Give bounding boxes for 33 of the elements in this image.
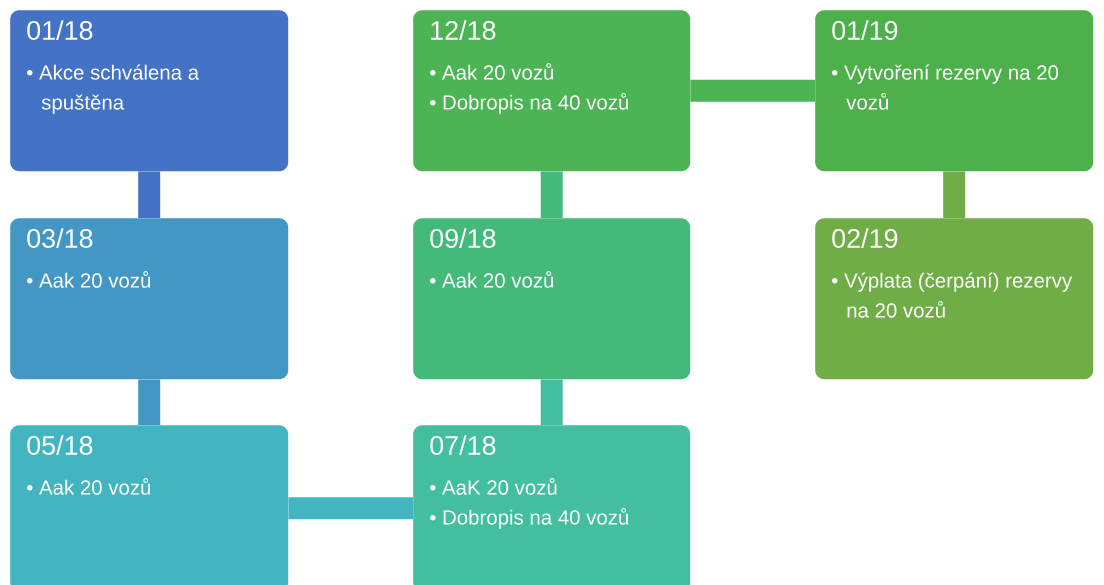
timeline-box xyxy=(10,425,289,585)
date-heading: 01/19 xyxy=(832,20,898,40)
bullet-item: • Aak 20 vozů xyxy=(27,271,151,288)
bullet-item: • Dobropis na 40 vozů xyxy=(430,93,628,114)
timeline-box xyxy=(413,10,691,172)
timeline-box xyxy=(815,10,1094,172)
timeline-box xyxy=(815,218,1094,380)
bullet-item: • Výplata (čerpání) rezervy na 20 vozů xyxy=(832,272,1073,318)
timeline-box xyxy=(10,218,289,380)
timeline-box xyxy=(413,425,691,585)
connector-bar xyxy=(540,171,563,218)
connector-bar xyxy=(138,379,161,425)
date-heading: 03/18 xyxy=(27,228,93,248)
bullet-item: • Aak 20 vozů xyxy=(27,478,151,495)
timeline-box xyxy=(10,10,289,172)
date-heading: 09/18 xyxy=(430,228,496,248)
connector-bar xyxy=(540,379,563,425)
bullet-item: • Aak 20 vozů xyxy=(430,271,554,288)
date-heading: 07/18 xyxy=(430,435,496,455)
date-heading: 05/18 xyxy=(27,435,93,455)
date-heading: 01/18 xyxy=(27,20,93,40)
timeline-box xyxy=(413,218,691,380)
connector-bar xyxy=(138,171,161,218)
bullet-item: • AaK 20 vozů xyxy=(430,478,557,495)
connector-bar xyxy=(690,79,815,102)
date-heading: 12/18 xyxy=(431,20,496,40)
bullet-item: • Dobropis na 40 vozů xyxy=(430,508,628,529)
bullet-item: • Aak 20 vozů xyxy=(430,63,554,80)
connector-bar xyxy=(288,497,413,520)
date-heading: 02/19 xyxy=(832,228,898,248)
bullet-item: • Vytvoření rezervy na 20 vozů xyxy=(832,64,1059,110)
bullet-item: • Akce schválena a spuštěna xyxy=(27,64,200,114)
connector-bar xyxy=(943,171,966,218)
